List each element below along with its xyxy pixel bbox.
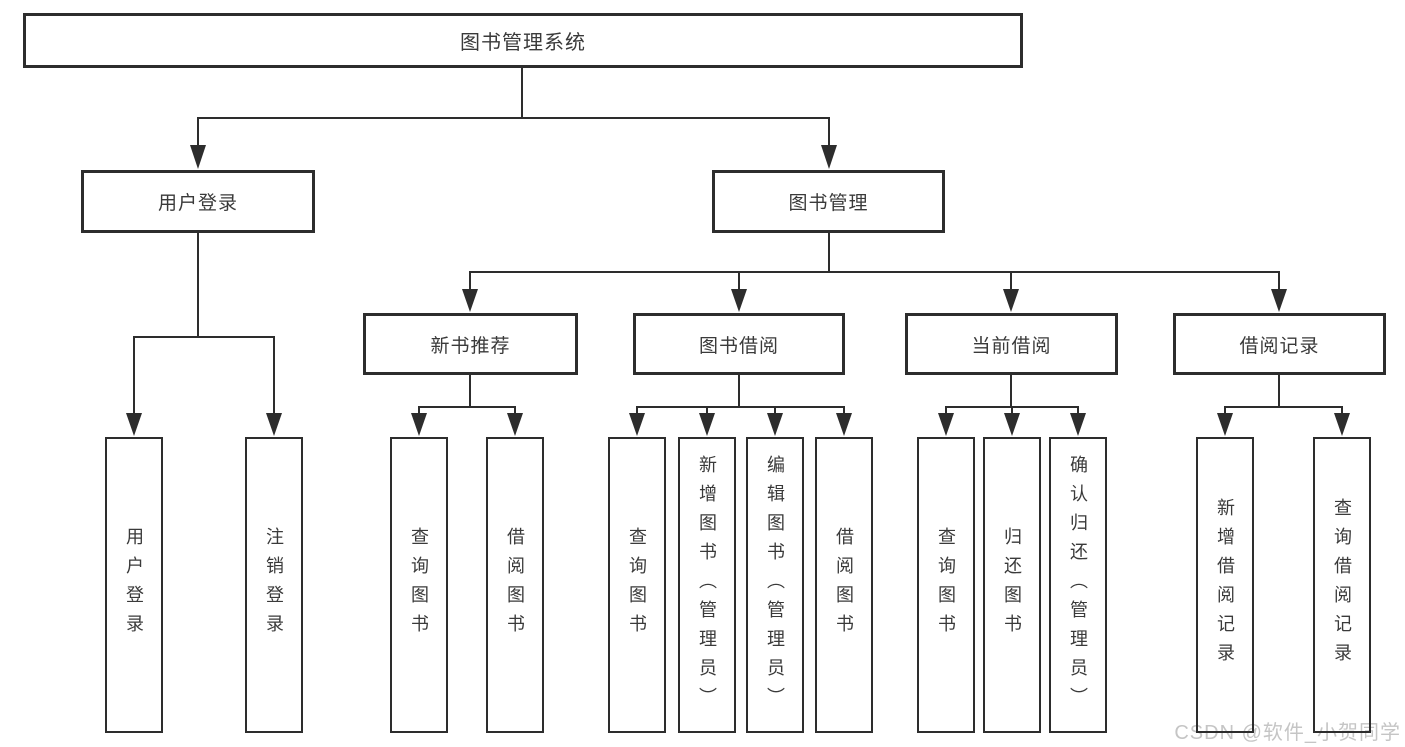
node-root-system: 图书管理系统 [23, 13, 1023, 68]
leaf-records-add-record-label: 新增借阅记录 [1215, 498, 1235, 672]
leaf-user-login-label: 用户登录 [124, 527, 144, 643]
leaf-current-confirm-return-admin-label: 确认归还（管理员） [1068, 454, 1088, 716]
leaf-borrow-borrow-books: 借阅图书 [815, 437, 873, 733]
node-borrow-records: 借阅记录 [1173, 313, 1386, 375]
leaf-logout-label: 注销登录 [264, 527, 284, 643]
node-book-management-label: 图书管理 [788, 193, 869, 214]
node-new-book-recommend-label: 新书推荐 [430, 335, 511, 357]
node-root-system-label: 图书管理系统 [460, 32, 586, 54]
leaf-newbook-borrow-books: 借阅图书 [486, 437, 544, 733]
leaf-records-query-record: 查询借阅记录 [1313, 437, 1371, 733]
leaf-current-confirm-return-admin: 确认归还（管理员） [1049, 437, 1107, 733]
leaf-user-login: 用户登录 [105, 437, 163, 733]
watermark: CSDN @软件_小贺同学 [1174, 722, 1401, 744]
node-new-book-recommend: 新书推荐 [363, 313, 578, 375]
leaf-borrow-add-books-admin-label: 新增图书（管理员） [697, 454, 717, 716]
leaf-borrow-edit-books-admin: 编辑图书（管理员） [746, 437, 804, 733]
node-user-login-label: 用户登录 [157, 193, 238, 214]
node-book-management: 图书管理 [712, 170, 945, 233]
leaf-borrow-borrow-books-label: 借阅图书 [834, 527, 854, 643]
leaf-records-query-record-label: 查询借阅记录 [1332, 498, 1352, 672]
leaf-newbook-query-books-label: 查询图书 [409, 527, 429, 643]
leaf-current-return-books: 归还图书 [983, 437, 1041, 733]
leaf-newbook-borrow-books-label: 借阅图书 [505, 527, 525, 643]
leaf-current-query-books-label: 查询图书 [936, 527, 956, 643]
node-borrow-records-label: 借阅记录 [1239, 335, 1320, 357]
leaf-records-add-record: 新增借阅记录 [1196, 437, 1254, 733]
leaf-borrow-edit-books-admin-label: 编辑图书（管理员） [765, 454, 785, 716]
leaf-current-return-books-label: 归还图书 [1002, 527, 1022, 643]
leaf-logout: 注销登录 [245, 437, 303, 733]
leaf-borrow-query-books: 查询图书 [608, 437, 666, 733]
node-book-borrow: 图书借阅 [633, 313, 845, 375]
node-current-borrow: 当前借阅 [905, 313, 1118, 375]
node-book-borrow-label: 图书借阅 [698, 335, 779, 357]
leaf-borrow-add-books-admin: 新增图书（管理员） [678, 437, 736, 733]
node-current-borrow-label: 当前借阅 [971, 335, 1052, 357]
leaf-borrow-query-books-label: 查询图书 [627, 527, 647, 643]
leaf-newbook-query-books: 查询图书 [390, 437, 448, 733]
node-user-login: 用户登录 [81, 170, 315, 233]
leaf-current-query-books: 查询图书 [917, 437, 975, 733]
